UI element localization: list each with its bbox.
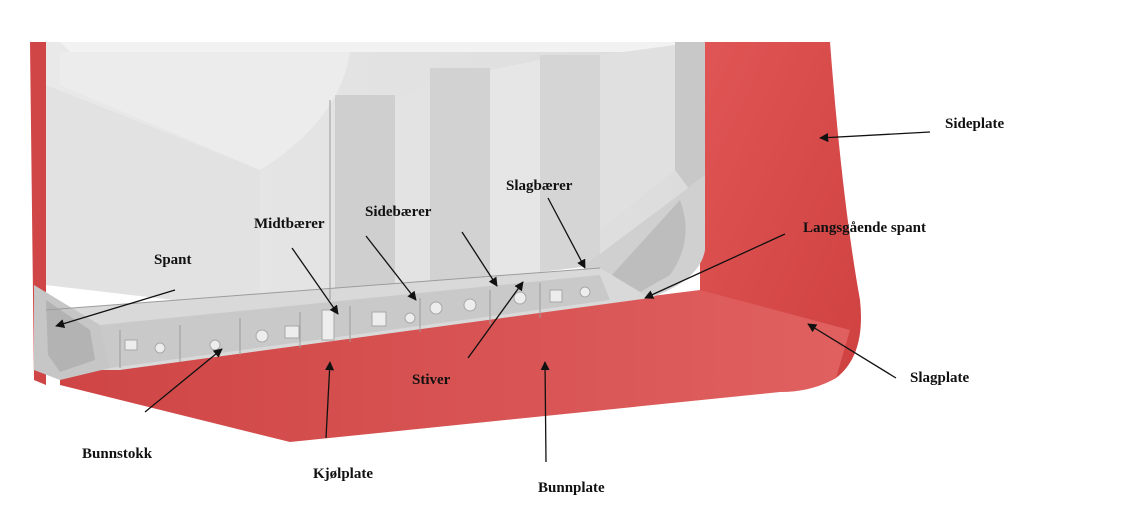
structure-lines <box>45 100 601 368</box>
arrow-kjolplate <box>325 361 335 439</box>
arrow-stiver <box>467 281 524 359</box>
arrow-midtbaerer <box>291 247 339 315</box>
arrow-sidebaerer-1 <box>365 235 417 301</box>
hull-interior <box>34 42 705 380</box>
label-kjolplate: Kjølplate <box>313 466 373 482</box>
label-slagplate: Slagplate <box>910 370 970 386</box>
arrow-sideplate <box>819 131 931 143</box>
label-slagbaerer: Slagbærer <box>506 178 573 194</box>
arrow-bunnstokk <box>144 348 223 413</box>
arrow-bunnplate <box>540 361 550 463</box>
label-stiver: Stiver <box>412 372 451 388</box>
diagram-labels: Sideplate Slagbærer Langsgående spant Mi… <box>82 116 1005 496</box>
diagram-arrows <box>55 131 931 463</box>
arrow-slagplate <box>807 323 897 379</box>
arrow-sidebaerer-2 <box>461 231 498 287</box>
floor-cutouts <box>124 286 591 354</box>
label-spant: Spant <box>154 252 192 268</box>
arrow-slagbaerer <box>547 197 586 269</box>
label-langsgaende-spant: Langsgående spant <box>803 220 926 236</box>
label-sideplate: Sideplate <box>945 116 1005 132</box>
arrow-langsgaende-spant <box>644 233 786 299</box>
label-bunnplate: Bunnplate <box>538 480 605 496</box>
label-sidebaerer: Sidebærer <box>365 204 432 220</box>
label-bunnstokk: Bunnstokk <box>82 446 153 462</box>
arrow-spant <box>55 289 176 328</box>
label-midtbaerer: Midtbærer <box>254 216 325 232</box>
